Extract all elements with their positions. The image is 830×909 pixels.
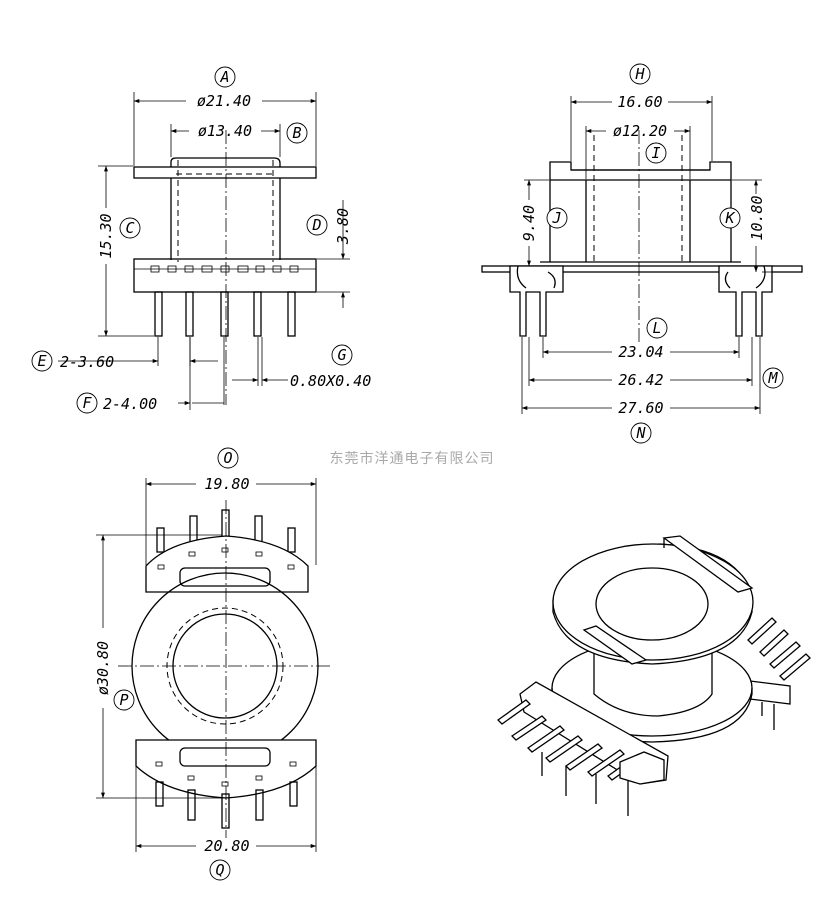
isometric-view: [496, 535, 811, 816]
dim-pin-span-inner: 23.04: [618, 343, 663, 361]
label-i: I: [651, 144, 660, 162]
dim-overall-height: 10.80: [748, 195, 766, 240]
front-view: ø21.40 A ø13.40 B 15.30 C 3.80 D E: [31, 66, 371, 414]
dim-winding-height: 9.40: [520, 205, 538, 241]
label-f: F: [82, 394, 92, 412]
dim-bottom-top-width: 19.80: [204, 475, 249, 493]
dim-pitch-f: 2-4.00: [103, 395, 157, 413]
label-b: B: [292, 124, 301, 142]
label-d: D: [311, 216, 321, 234]
dim-pin-size: 0.80X0.40: [290, 372, 371, 390]
front-pins: [154, 291, 296, 337]
dim-bottom-width: 20.80: [204, 837, 249, 855]
bottom-view: 19.80 O ø30.80 P 20.80 Q: [94, 447, 332, 881]
dim-pin-span-mid: 26.42: [618, 371, 663, 389]
label-m: M: [767, 369, 778, 387]
label-l: L: [652, 319, 661, 337]
dim-base-height: 3.80: [334, 208, 352, 245]
label-k: K: [724, 209, 735, 227]
label-a: A: [219, 68, 229, 86]
base-slots: [150, 265, 299, 273]
dim-pitch-e: 2-3.60: [60, 353, 114, 371]
label-g: G: [337, 346, 346, 364]
label-n: N: [635, 424, 646, 442]
dim-pin-span-outer: 27.60: [618, 399, 663, 417]
label-j: J: [551, 209, 561, 227]
label-c: C: [125, 219, 134, 237]
iso-right-pins: [741, 617, 811, 730]
side-view: 16.60 H ø12.20 I 9.40 J 10.80 K L: [481, 63, 803, 444]
label-p: P: [119, 691, 128, 709]
label-e: E: [37, 352, 46, 370]
label-q: Q: [215, 861, 224, 879]
dim-flange-dia: ø21.40: [197, 92, 251, 110]
dim-core-dia: ø13.40: [198, 122, 252, 140]
dim-total-height: 15.30: [97, 213, 115, 258]
dim-inner-dia: ø12.20: [613, 122, 667, 140]
company-watermark: 东莞市洋通电子有限公司: [330, 450, 495, 467]
label-o: O: [223, 449, 232, 467]
dim-overall-dia: ø30.80: [94, 641, 112, 695]
label-h: H: [634, 65, 645, 83]
dim-top-width: 16.60: [617, 93, 662, 111]
